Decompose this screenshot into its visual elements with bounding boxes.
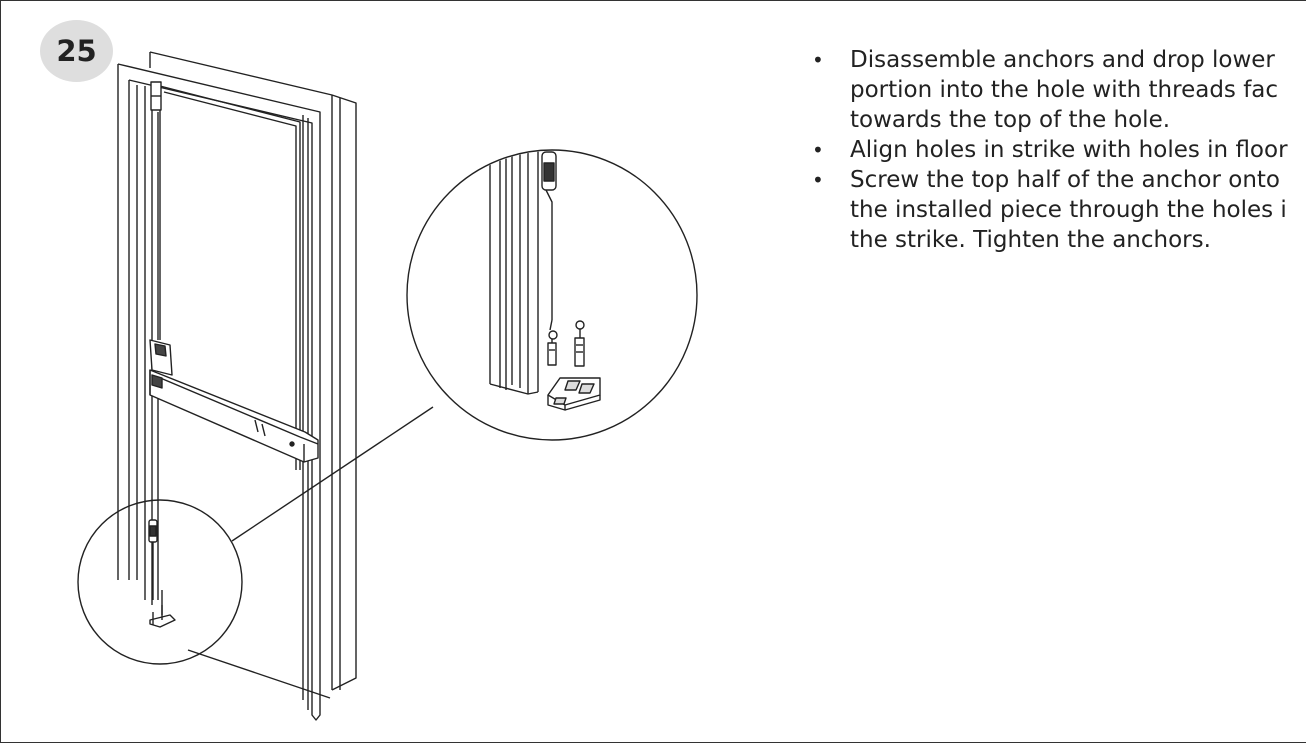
zoom-connector-line xyxy=(187,649,331,699)
anchor-icon xyxy=(574,320,585,367)
instruction-list: Disassemble anchors and drop lower porti… xyxy=(812,45,1306,255)
instruction-text-line: the installed piece through the holes i xyxy=(850,197,1287,223)
step-number: 25 xyxy=(56,34,97,68)
door-leaf xyxy=(159,85,301,470)
door-installation-illustration xyxy=(77,51,698,721)
door-frame-front xyxy=(117,63,321,721)
panic-bar-icon xyxy=(149,339,319,463)
screwdriver-small-icon xyxy=(148,519,163,615)
instruction-text-line: Screw the top half of the anchor onto xyxy=(850,167,1281,193)
detail-circle-large xyxy=(406,149,698,441)
instruction-item: Disassemble anchors and drop lower porti… xyxy=(812,45,1306,135)
instruction-text-line: Align holes in strike with holes in floo… xyxy=(850,137,1288,163)
instruction-text-line: the strike. Tighten the anchors. xyxy=(850,227,1211,253)
instruction-text-line: portion into the hole with threads fac xyxy=(850,77,1279,103)
instruction-item: Align holes in strike with holes in floo… xyxy=(812,135,1306,165)
detail-circle-small xyxy=(77,499,243,665)
screwdriver-large-icon xyxy=(541,151,557,331)
door-frame-back xyxy=(149,51,357,691)
instruction-item: Screw the top half of the anchor onto th… xyxy=(812,165,1306,255)
step-badge: 25 xyxy=(40,20,113,82)
zoom-connector-line xyxy=(231,406,434,542)
floor-strike-icon xyxy=(547,377,601,411)
instruction-text-line: Disassemble anchors and drop lower xyxy=(850,47,1275,73)
anchor-icon xyxy=(547,330,558,366)
instruction-text-line: towards the top of the hole. xyxy=(850,107,1171,133)
